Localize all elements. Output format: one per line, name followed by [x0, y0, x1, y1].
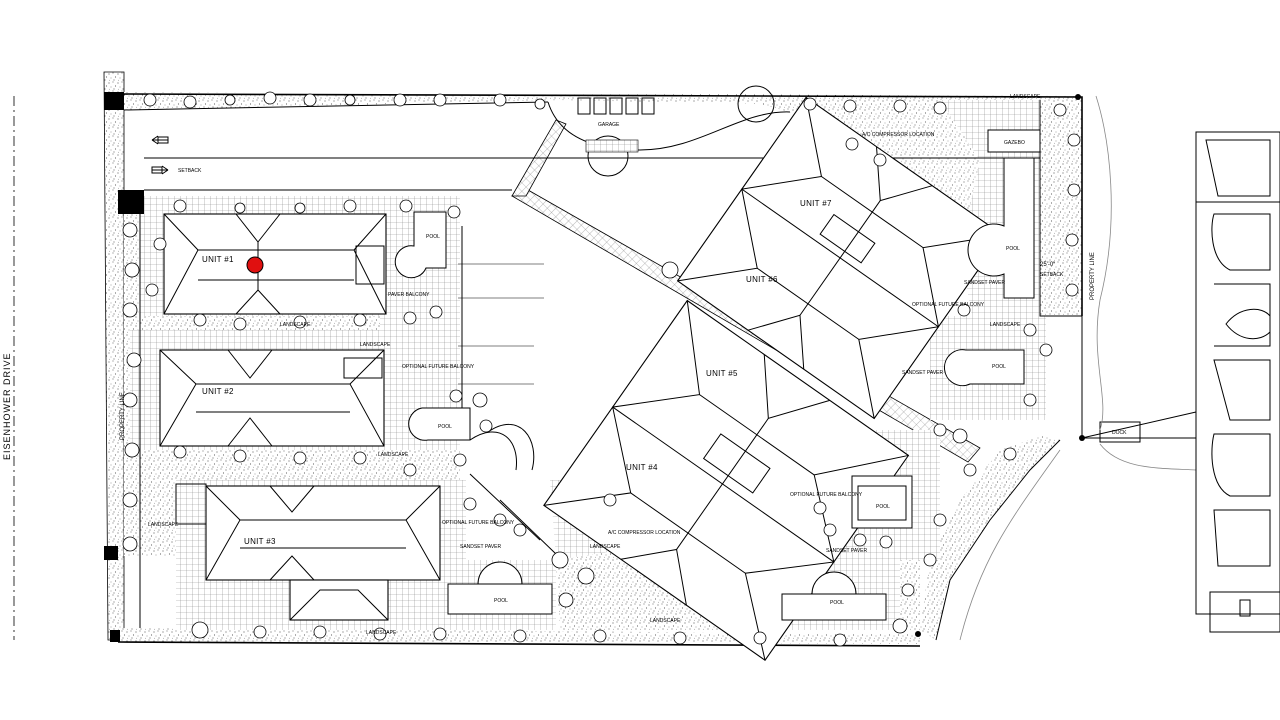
unit-1: UNIT #1	[163, 213, 387, 315]
boat-slips	[1195, 131, 1280, 633]
setback-dimension: 25'-0"	[1040, 262, 1055, 268]
pool-label: POOL	[830, 600, 844, 606]
unit-2: UNIT #2	[159, 349, 385, 447]
annotations: LANDSCAPE LANDSCAPE LANDSCAPE LANDSCAPE …	[120, 94, 1096, 636]
unit-label: UNIT #1	[202, 255, 234, 264]
pool-label: POOL	[1006, 246, 1020, 252]
trees	[122, 91, 1081, 647]
unit-6-7	[676, 96, 1004, 420]
unit-3: UNIT #3	[175, 483, 441, 621]
location-marker[interactable]	[246, 256, 264, 274]
pool-label: POOL	[992, 364, 1006, 370]
pool-unit-1: POOL	[394, 211, 447, 279]
unit-label: UNIT #3	[244, 537, 276, 546]
pool-unit-6: POOL	[944, 349, 1025, 387]
road-label: EISENHOWER DRIVE	[2, 352, 12, 460]
unit-label: UNIT #4	[626, 463, 658, 472]
unit-label: UNIT #2	[202, 387, 234, 396]
landscape-label: LANDSCAPE	[360, 342, 391, 348]
unit-label: UNIT #6	[746, 275, 778, 284]
pool-label: POOL	[876, 504, 890, 510]
driveway: SETBACK	[151, 135, 557, 555]
sandset-label: SANDSET PAVER	[902, 370, 944, 376]
shoreline	[959, 95, 1197, 641]
property-line-label-west: PROPERTY LINE	[120, 392, 126, 440]
pool-label: POOL	[494, 598, 508, 604]
pool-unit-5: POOL	[851, 475, 913, 529]
unit-label: UNIT #7	[800, 199, 832, 208]
pools: POOL POOL POOL POOL POOL POOL	[394, 129, 1041, 621]
landscape-label: LANDSCAPE	[148, 522, 179, 528]
ac-label: A/C COMPRESSOR LOCATION	[608, 530, 681, 536]
unit-4-5	[543, 299, 910, 661]
landscape-label: LANDSCAPE	[366, 630, 397, 636]
pool-unit-7: POOL	[967, 157, 1035, 299]
pool-unit-2: POOL	[408, 407, 471, 441]
property-line-label-east: PROPERTY LINE	[1090, 252, 1096, 300]
paver-label: PAVER BALCONY	[388, 292, 430, 298]
pool-unit-4: POOL	[781, 571, 887, 621]
pool-unit-3: POOL	[447, 561, 553, 615]
balcony-label: OPTIONAL FUTURE BALCONY	[912, 302, 985, 308]
gazebo-label: GAZEBO	[1004, 140, 1025, 146]
balcony-label: OPTIONAL FUTURE BALCONY	[442, 520, 515, 526]
sandset-label: SANDSET PAVER	[964, 280, 1006, 286]
garage-label: GARAGE	[598, 122, 620, 128]
dock: DOCK	[1099, 421, 1141, 443]
garage: GARAGE	[547, 85, 791, 177]
pool-label: POOL	[438, 424, 452, 430]
sandset-label: SANDSET PAVER	[460, 544, 502, 550]
landscape-label: LANDSCAPE	[590, 544, 621, 550]
landscape-label: LANDSCAPE	[1010, 94, 1041, 100]
sandset-label: SANDSET PAVER	[826, 548, 868, 554]
unit-label: UNIT #5	[706, 369, 738, 378]
balcony-label: OPTIONAL FUTURE BALCONY	[790, 492, 863, 498]
setback-label-north: SETBACK	[178, 168, 202, 174]
landscape-label: LANDSCAPE	[280, 322, 311, 328]
landscape-label: LANDSCAPE	[650, 618, 681, 624]
landscape-label: LANDSCAPE	[990, 322, 1021, 328]
landscape-label: LANDSCAPE	[378, 452, 409, 458]
setback-label-east: SETBACK	[1040, 272, 1064, 278]
gazebo: GAZEBO	[987, 129, 1041, 153]
pool-label: POOL	[426, 234, 440, 240]
ac-label: A/C COMPRESSOR LOCATION	[862, 132, 935, 138]
dock-label: DOCK	[1112, 430, 1127, 436]
road-edge: EISENHOWER DRIVE	[2, 96, 15, 640]
balcony-label: OPTIONAL FUTURE BALCONY	[402, 364, 475, 370]
